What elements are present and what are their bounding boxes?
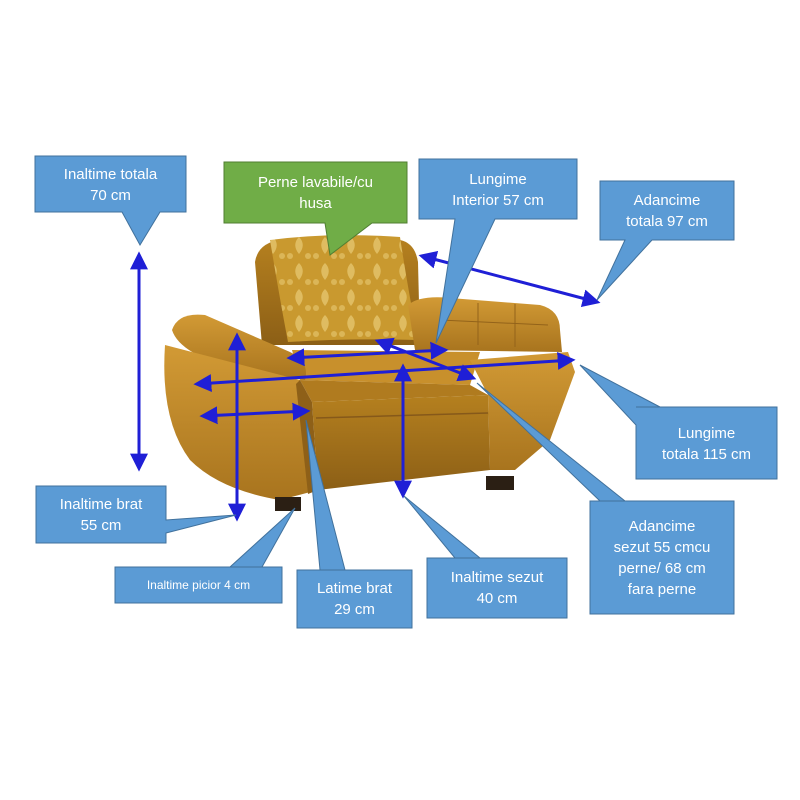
front-base <box>312 395 490 490</box>
callout-latime-brat <box>296 419 413 629</box>
cushion <box>270 235 418 342</box>
callout-inaltime-totala <box>34 155 187 247</box>
dimension-arrows <box>130 250 601 522</box>
callout-inaltime-brat <box>35 485 237 544</box>
callout-inaltime-sezut <box>403 495 568 619</box>
chair-leg-left <box>275 497 301 511</box>
callout-lungime-totala <box>579 364 778 480</box>
chair-leg-right <box>486 476 514 490</box>
callout-adancime-sezut <box>476 382 735 615</box>
callout-adancime-totala <box>596 180 735 301</box>
callouts <box>34 155 778 629</box>
callout-perne <box>223 161 408 256</box>
callout-inaltime-picior <box>114 507 296 604</box>
arrow-latime-brat <box>199 402 311 425</box>
arrow-lungime-totala <box>193 351 576 393</box>
callout-lungime-interior <box>418 158 578 344</box>
